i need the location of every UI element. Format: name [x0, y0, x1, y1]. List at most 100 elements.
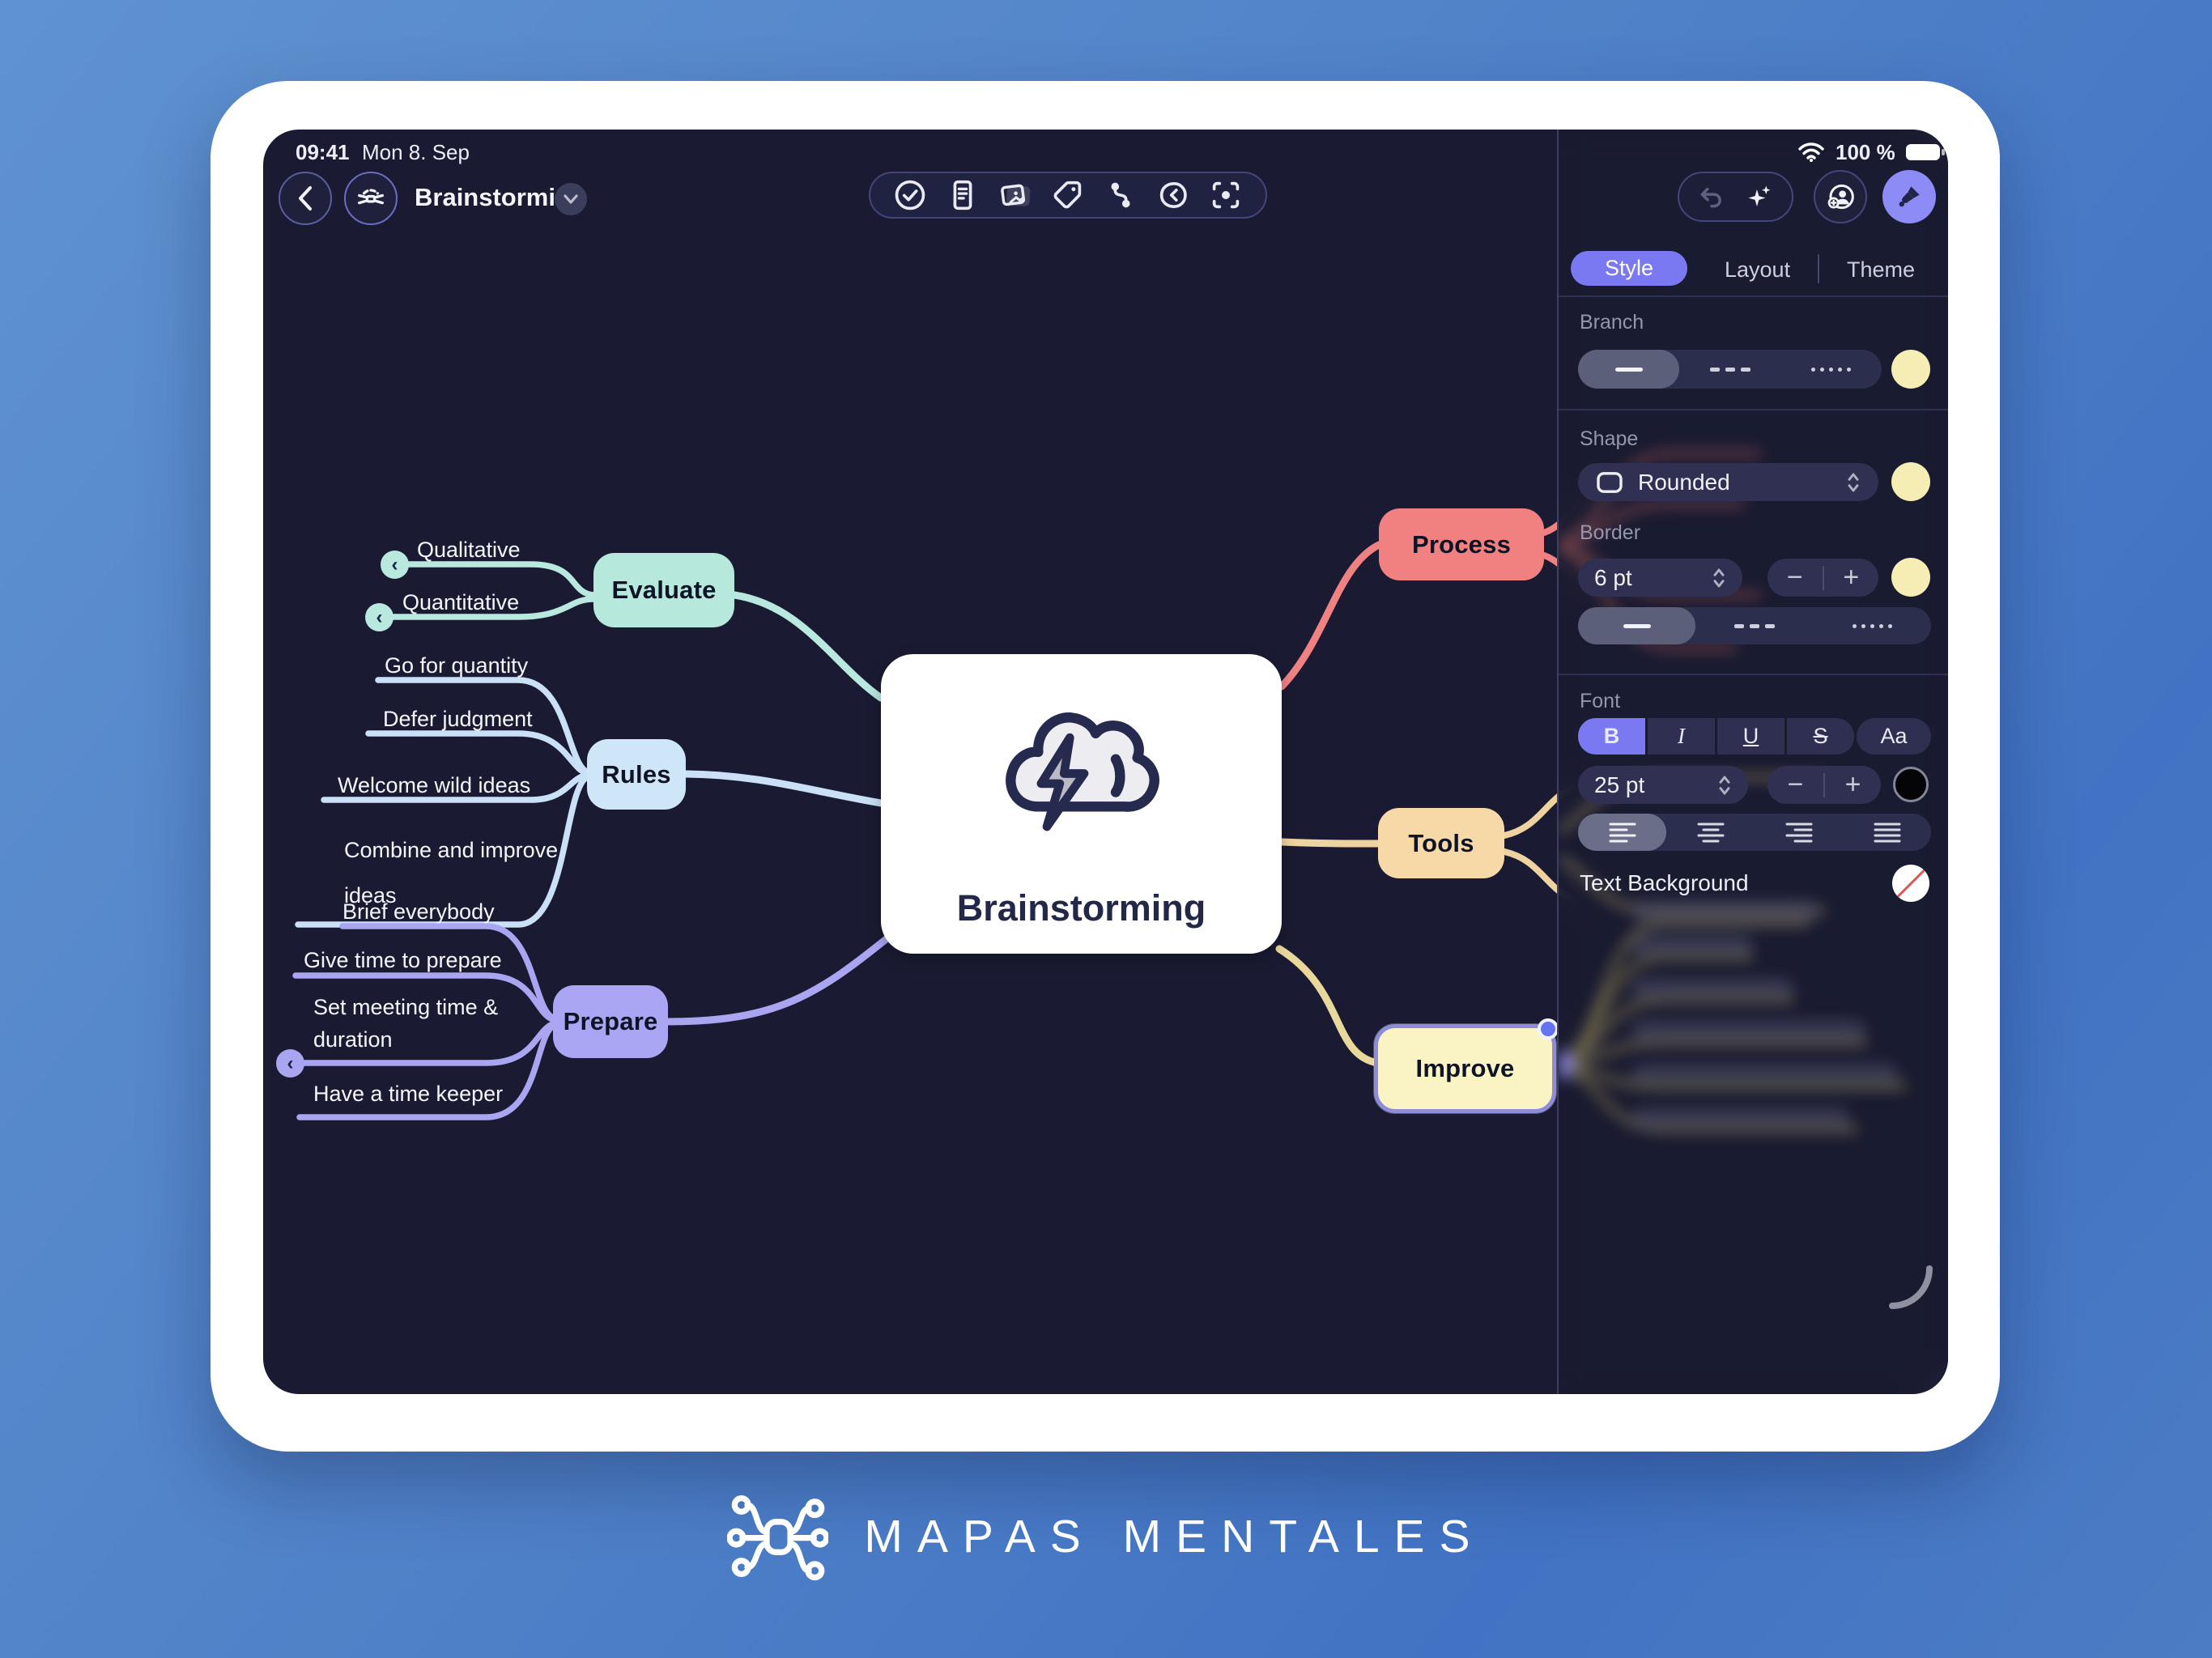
branch-line-style-control: [1578, 350, 1882, 389]
stepper-chevrons-icon: [1719, 776, 1730, 794]
decrease-button[interactable]: −: [1787, 769, 1804, 800]
stepper-chevrons-icon: [1848, 473, 1859, 491]
align-left-icon: [1609, 823, 1636, 843]
panel-resize-handle[interactable]: [1882, 1259, 1939, 1316]
mindmap-document-icon: [357, 189, 385, 205]
format-brush-icon: [1899, 186, 1920, 207]
node-rules[interactable]: Rules: [587, 739, 686, 810]
border-style-dashed[interactable]: [1695, 607, 1813, 644]
border-line-style-control: [1578, 607, 1931, 644]
border-style-solid[interactable]: [1578, 607, 1696, 644]
brand-name: MAPAS MENTALES: [864, 1510, 1485, 1562]
node-prepare[interactable]: Prepare: [553, 985, 668, 1058]
shape-dropdown[interactable]: Rounded: [1578, 463, 1878, 501]
child-label[interactable]: Defer judgment: [383, 707, 533, 731]
child-label[interactable]: Welcome wild ideas: [338, 773, 531, 797]
chevron-down-icon: [564, 194, 578, 204]
child-label[interactable]: Quantitative: [402, 590, 520, 614]
ai-sparkle-icon[interactable]: [1745, 182, 1774, 211]
collapse-badge[interactable]: ‹: [381, 551, 409, 579]
central-node[interactable]: Brainstorming: [881, 654, 1282, 954]
text-background-heading: Text Background: [1580, 870, 1749, 895]
node-tools[interactable]: Tools: [1378, 808, 1504, 878]
child-label[interactable]: Set meeting time & duration: [313, 995, 499, 1052]
undo-ai-group: [1678, 172, 1793, 222]
border-color-swatch[interactable]: [1891, 558, 1930, 597]
document-outline-icon[interactable]: [944, 176, 981, 214]
branch-style-dashed[interactable]: [1679, 350, 1780, 389]
sticker-badge-icon[interactable]: [1155, 176, 1192, 214]
bold-button[interactable]: B: [1578, 718, 1645, 755]
shape-color-swatch[interactable]: [1891, 462, 1930, 501]
tab-layout[interactable]: Layout: [1725, 257, 1791, 282]
child-label[interactable]: Qualitative: [417, 538, 521, 562]
clock: 09:41: [296, 140, 350, 164]
border-width-stepper: − +: [1767, 559, 1878, 597]
tag-icon[interactable]: [1049, 176, 1087, 214]
font-color-swatch[interactable]: [1893, 767, 1929, 802]
node-process[interactable]: Process: [1379, 508, 1544, 580]
strikethrough-button[interactable]: S: [1787, 718, 1854, 755]
divider: [1559, 409, 1948, 410]
tab-theme[interactable]: Theme: [1847, 257, 1916, 282]
font-style-control: B I U S: [1578, 718, 1854, 755]
shape-value: Rounded: [1638, 469, 1730, 495]
increase-button[interactable]: +: [1844, 769, 1861, 800]
node-connection-icon[interactable]: [1102, 176, 1139, 214]
format-brush-button[interactable]: [1882, 170, 1936, 223]
selection-handle[interactable]: [1538, 1018, 1559, 1039]
branch-heading: Branch: [1580, 311, 1644, 334]
undo-icon[interactable]: [1697, 184, 1726, 210]
date: Mon 8. Sep: [362, 140, 470, 164]
child-label[interactable]: Combine and improve ideas: [344, 838, 559, 908]
align-center-button[interactable]: [1666, 814, 1755, 851]
align-left-button[interactable]: [1578, 814, 1666, 851]
border-width-dropdown[interactable]: 6 pt: [1578, 559, 1742, 597]
branch-style-dotted[interactable]: [1780, 350, 1882, 389]
alignment-control: [1578, 814, 1931, 851]
battery-icon: [1906, 144, 1945, 160]
footer-brand: MAPAS MENTALES: [0, 1490, 2212, 1583]
tab-style[interactable]: Style: [1571, 251, 1687, 286]
collapse-badge[interactable]: ‹: [276, 1049, 304, 1078]
italic-button[interactable]: I: [1648, 718, 1715, 755]
top-bar: Brainstorming: [263, 130, 1948, 235]
node-evaluate[interactable]: Evaluate: [593, 553, 734, 627]
focus-scan-icon[interactable]: [1207, 176, 1244, 214]
increase-button[interactable]: +: [1843, 562, 1860, 593]
align-right-button[interactable]: [1755, 814, 1843, 851]
underline-button[interactable]: U: [1717, 718, 1784, 755]
child-label[interactable]: Go for quantity: [385, 653, 529, 678]
font-family-button[interactable]: Aa: [1857, 718, 1931, 755]
font-heading: Font: [1580, 690, 1621, 712]
chevron-left-icon: [299, 186, 312, 210]
image-library-icon[interactable]: [997, 176, 1034, 214]
decrease-button[interactable]: −: [1786, 562, 1803, 593]
text-background-none-swatch[interactable]: [1892, 865, 1929, 902]
divider: [1559, 295, 1948, 297]
back-button[interactable]: [279, 172, 332, 225]
border-style-dotted[interactable]: [1814, 607, 1931, 644]
rounded-rect-icon: [1597, 471, 1623, 493]
branch-color-swatch[interactable]: [1891, 350, 1930, 389]
document-icon-button[interactable]: [344, 172, 398, 225]
align-justify-button[interactable]: [1843, 814, 1931, 851]
node-improve[interactable]: Improve: [1374, 1024, 1556, 1113]
child-label[interactable]: Give time to prepare: [304, 948, 502, 972]
storm-cloud-icon: [1006, 712, 1159, 831]
tasks-check-icon[interactable]: [891, 176, 929, 214]
border-heading: Border: [1580, 521, 1641, 544]
format-sidebar: Style Layout Theme Branch Shape Rounded: [1557, 130, 1948, 1394]
child-label[interactable]: Have a time keeper: [313, 1082, 504, 1106]
branch-style-solid[interactable]: [1578, 350, 1679, 389]
align-right-icon: [1785, 823, 1812, 843]
add-collaborator-button[interactable]: [1814, 170, 1867, 223]
title-menu-button[interactable]: [555, 183, 587, 215]
child-label[interactable]: Brief everybody: [342, 899, 495, 924]
canvas-toolbar: [869, 172, 1267, 219]
font-size-stepper: − +: [1767, 766, 1881, 804]
mindmap-logo-icon: [727, 1494, 829, 1581]
tab-divider: [1818, 254, 1819, 283]
font-size-dropdown[interactable]: 25 pt: [1578, 766, 1748, 804]
collapse-badge[interactable]: ‹: [365, 603, 393, 631]
